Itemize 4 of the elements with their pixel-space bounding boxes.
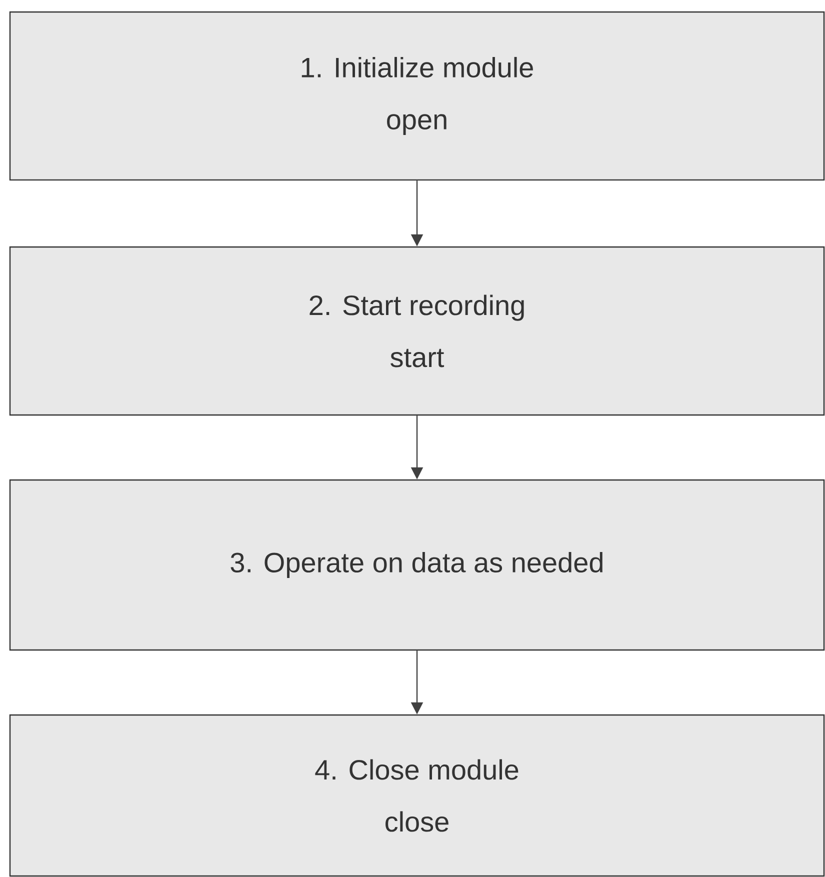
process-box: 2. Start recording start xyxy=(9,246,825,416)
process-box: 1. Initialize module open xyxy=(9,11,825,181)
process-box: 3. Operate on data as needed xyxy=(9,479,825,651)
process-box: 4. Close module close xyxy=(9,714,825,877)
